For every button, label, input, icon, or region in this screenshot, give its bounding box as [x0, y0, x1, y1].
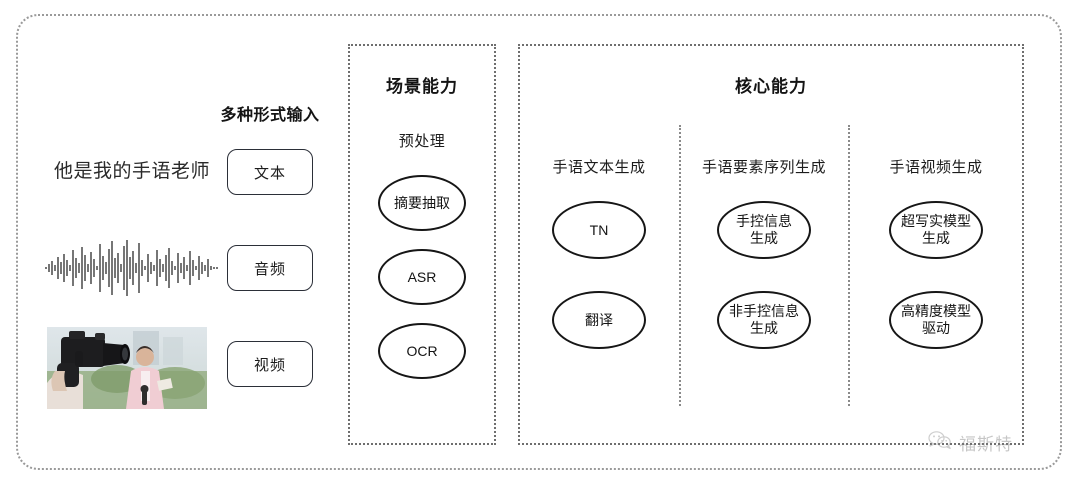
- core-node-stack-2: 手控信息 生成 非手控信息 生成: [681, 201, 847, 349]
- node-high-precision-model-driving[interactable]: 高精度模型 驱动: [889, 291, 983, 349]
- video-thumbnail-icon: [47, 327, 207, 409]
- node-photoreal-model-generation[interactable]: 超写实模型 生成: [889, 201, 983, 259]
- node-translation[interactable]: 翻译: [552, 291, 646, 349]
- core-capability-panel: 核心能力: [518, 44, 1024, 445]
- node-ocr[interactable]: OCR: [378, 323, 466, 379]
- core-group-heading-2: 手语要素序列生成: [701, 159, 826, 176]
- outer-frame: [16, 14, 1062, 470]
- audio-waveform-icon: [44, 238, 220, 298]
- scene-capability-panel: 场景能力: [348, 44, 496, 445]
- core-group-heading-1: 手语文本生成: [552, 159, 646, 176]
- core-column-divider-2: [848, 125, 850, 406]
- core-group-sign-elements: 手语要素序列生成 手控信息 生成 非手控信息 生成: [681, 156, 847, 349]
- scene-group-preprocess: 预处理 摘要抽取 ASR OCR: [348, 130, 496, 379]
- input-tag-text[interactable]: 文本: [227, 149, 313, 195]
- node-nonmanual-info-generation[interactable]: 非手控信息 生成: [717, 291, 811, 349]
- core-group-sign-text: 手语文本生成 TN 翻译: [520, 156, 678, 349]
- input-tag-video[interactable]: 视频: [227, 341, 313, 387]
- scene-panel-title: 场景能力: [386, 77, 458, 96]
- core-panel-title: 核心能力: [735, 77, 807, 96]
- sample-text: 他是我的手语老师: [53, 161, 210, 182]
- node-tn[interactable]: TN: [552, 201, 646, 259]
- core-column-divider-1: [679, 125, 681, 406]
- core-group-heading-3: 手语视频生成: [889, 159, 983, 176]
- core-group-sign-video: 手语视频生成 超写实模型 生成 高精度模型 驱动: [850, 156, 1022, 349]
- scene-node-stack: 摘要抽取 ASR OCR: [348, 175, 496, 379]
- watermark-label: 福斯特: [959, 435, 1013, 454]
- node-manual-info-generation[interactable]: 手控信息 生成: [717, 201, 811, 259]
- scene-group-heading: 预处理: [398, 133, 446, 150]
- watermark: 福斯特: [928, 430, 1013, 455]
- node-summary-extraction[interactable]: 摘要抽取: [378, 175, 466, 231]
- input-section-title: 多种形式输入: [220, 107, 320, 124]
- core-node-stack-3: 超写实模型 生成 高精度模型 驱动: [850, 201, 1022, 349]
- input-tag-audio[interactable]: 音频: [227, 245, 313, 291]
- core-node-stack-1: TN 翻译: [520, 201, 678, 349]
- wechat-icon: [928, 430, 952, 455]
- node-asr[interactable]: ASR: [378, 249, 466, 305]
